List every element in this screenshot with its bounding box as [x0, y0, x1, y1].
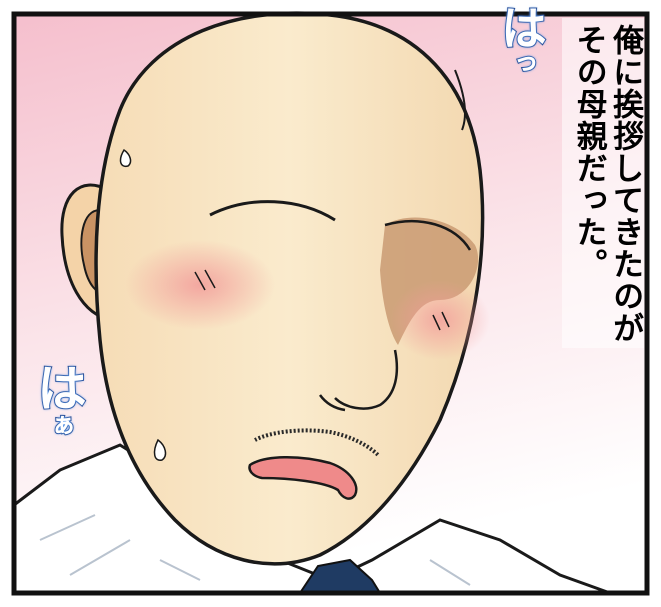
narration-line-1: 俺に挨拶してきたのが [607, 24, 644, 344]
blush-marks-left [194, 269, 216, 291]
tongue [248, 456, 358, 500]
sfx-left-main: は [28, 361, 88, 413]
sfx-top: はっ [488, 3, 554, 77]
narration-line-2: その母親だった。 [570, 24, 607, 280]
blush-right [390, 280, 490, 360]
sfx-top-small: っ [505, 49, 537, 77]
blush-left [125, 240, 275, 330]
eye-lid [384, 219, 472, 251]
sweat-drop-top [119, 148, 132, 168]
sweat-drop-chin [153, 438, 167, 461]
head-shine [454, 69, 467, 131]
blush-marks-right [432, 311, 450, 331]
nose [318, 349, 399, 412]
sfx-left-small: ぁ [42, 411, 74, 439]
narration-text: 俺に挨拶してきたのがその母親だった。 [570, 24, 644, 404]
brow-line [209, 200, 336, 222]
sfx-top-main: は [493, 3, 549, 51]
sfx-left: はぁ [22, 361, 94, 439]
panel-border [11, 11, 650, 596]
shirt-fold-lines [39, 514, 471, 586]
mustache [254, 428, 380, 457]
narration-backing [562, 18, 644, 348]
